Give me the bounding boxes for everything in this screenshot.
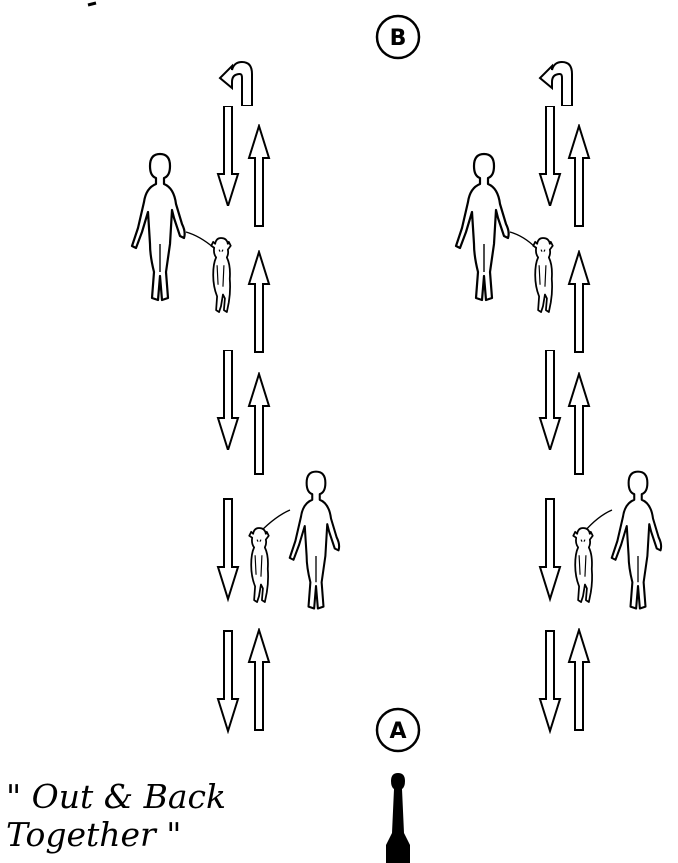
dog-figure-icon: [573, 528, 593, 602]
handler-figure-icon: [612, 472, 661, 609]
up-arrow-icon: [569, 630, 589, 730]
dog-figure-icon: [533, 238, 553, 312]
up-arrow-icon: [569, 126, 589, 226]
down-arrow-icon: [218, 350, 238, 450]
up-arrow-icon: [249, 252, 269, 352]
leash: [510, 232, 536, 248]
judge-figure-icon: [386, 773, 410, 863]
marker-a-label: A: [389, 719, 406, 744]
down-arrow-icon: [218, 106, 238, 206]
down-arrow-icon: [540, 106, 560, 206]
dog-figure-icon: [211, 238, 231, 312]
up-arrow-icon: [249, 630, 269, 730]
caption-line-1: " Out & Back: [6, 777, 226, 816]
up-arrow-icon: [249, 374, 269, 474]
right-lane: [456, 62, 661, 731]
leash: [186, 232, 214, 248]
leash: [260, 510, 290, 532]
exercise-caption: " Out & Back Together ": [6, 778, 226, 854]
left-lane: [132, 62, 339, 731]
up-arrow-icon: [249, 126, 269, 226]
marker-b: B: [377, 16, 419, 58]
leash: [584, 510, 612, 532]
handler-figure-icon: [132, 154, 185, 300]
handler-figure-icon: [456, 154, 509, 300]
caption-line-2: Together ": [6, 815, 181, 854]
marker-a: A: [377, 709, 419, 751]
turnaround-arrow-icon: [220, 62, 252, 106]
turnaround-arrow-icon: [540, 62, 572, 106]
up-arrow-icon: [569, 374, 589, 474]
marker-b-label: B: [390, 26, 407, 51]
down-arrow-icon: [218, 631, 238, 731]
handler-figure-icon: [290, 472, 339, 609]
stray-mark: [88, 3, 96, 5]
down-arrow-icon: [540, 350, 560, 450]
dog-figure-icon: [249, 528, 269, 602]
down-arrow-icon: [540, 499, 560, 599]
down-arrow-icon: [218, 499, 238, 599]
down-arrow-icon: [540, 631, 560, 731]
up-arrow-icon: [569, 252, 589, 352]
